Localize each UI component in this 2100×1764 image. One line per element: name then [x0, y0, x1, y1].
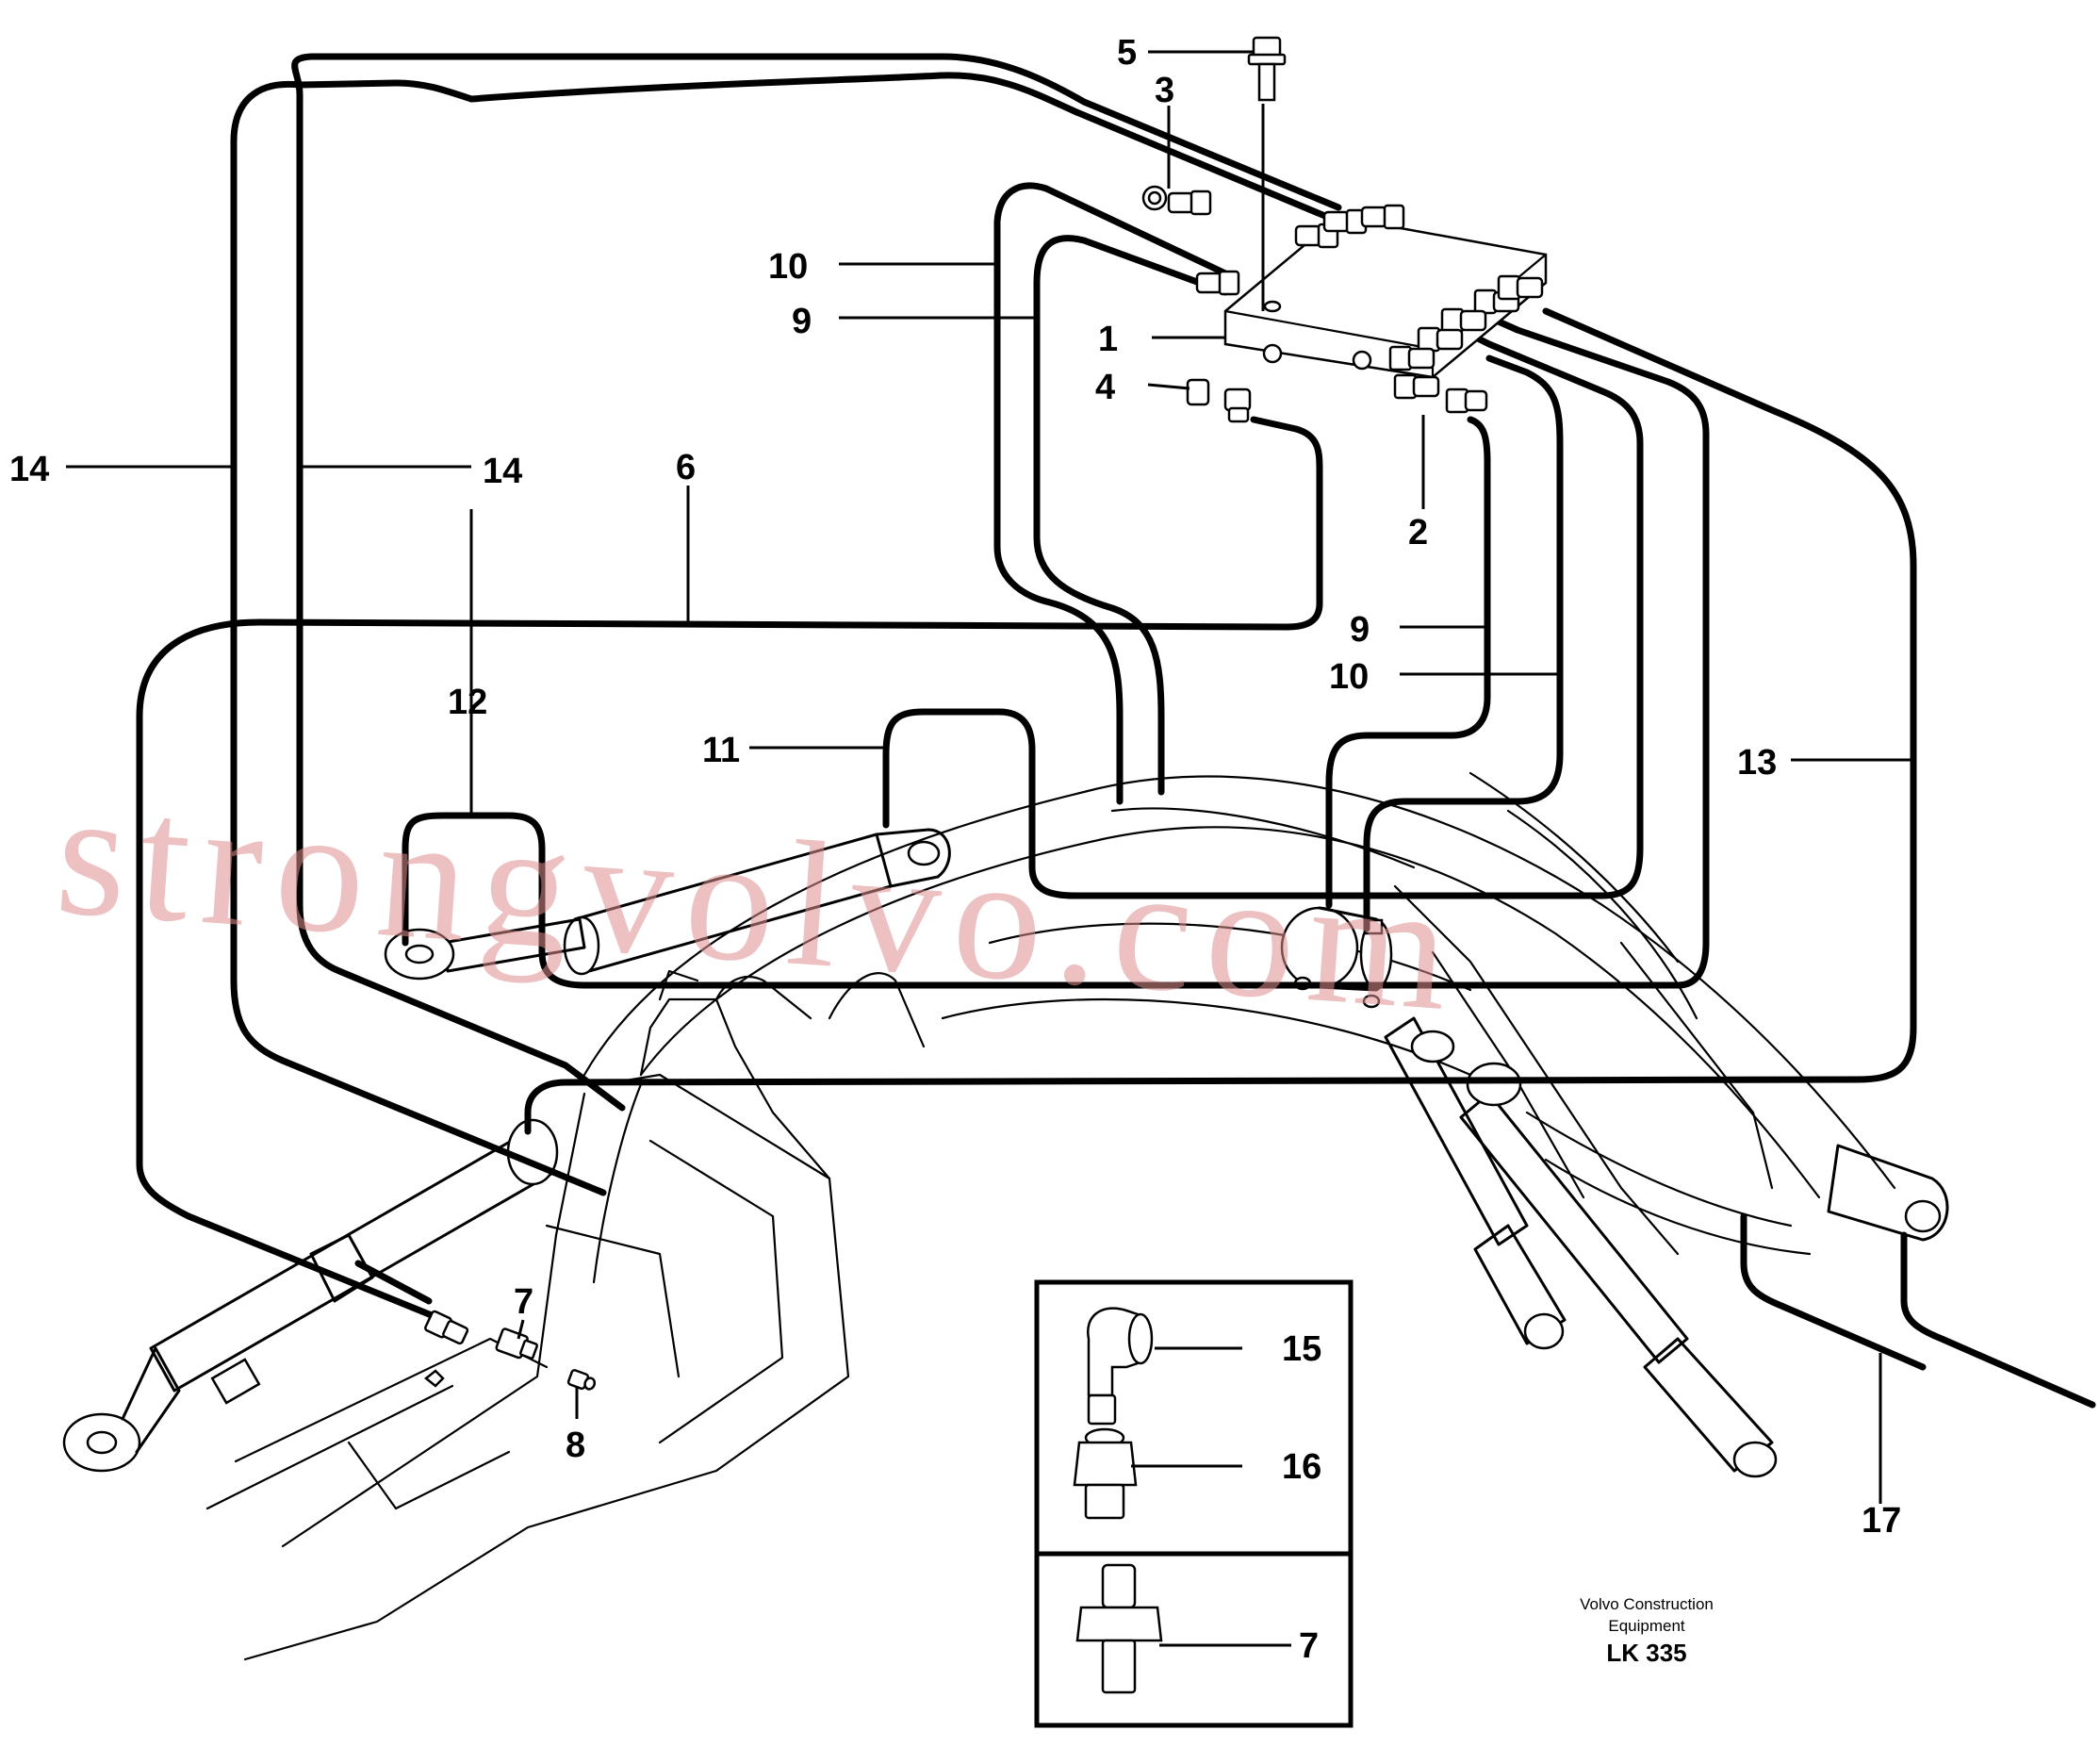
elbow-fitting-15	[1086, 1307, 1154, 1426]
callout-4: 4	[1095, 368, 1115, 407]
right-cylinder-2	[1384, 1016, 1529, 1246]
callout-10: 10	[768, 247, 808, 287]
callout-17: 17	[1862, 1501, 1901, 1541]
callout-5: 5	[1117, 33, 1137, 73]
caption-line2: Equipment	[1608, 1617, 1685, 1635]
adapter-16	[1073, 1427, 1138, 1520]
hose-11	[882, 321, 1644, 899]
watermark-text: strongvolvo.com	[51, 753, 1468, 1049]
block-fittings	[1141, 36, 1544, 423]
left-lift-cylinder	[149, 1129, 553, 1393]
detail-inset: 15 16 7	[1034, 1279, 1354, 1728]
callout-6: 6	[676, 448, 696, 487]
hose-12	[402, 307, 1710, 989]
caption-code: LK 335	[1606, 1639, 1686, 1667]
fitting-4-elbow	[1186, 378, 1252, 423]
hose-17b	[1900, 1231, 2096, 1409]
callout-16: 16	[1282, 1447, 1321, 1487]
callout-2: 2	[1408, 513, 1428, 552]
callout-7: 7	[514, 1282, 533, 1322]
callout-7-inset: 7	[1299, 1626, 1319, 1666]
hose-14-inner	[291, 53, 1342, 1112]
cylinder-11-eye	[907, 840, 941, 866]
callout-3: 3	[1155, 71, 1174, 110]
cylinders	[62, 828, 1949, 1478]
hose-grease-left	[354, 1260, 433, 1305]
hose-14-outer	[230, 79, 607, 1196]
hose-9-left	[1033, 235, 1229, 796]
right-cylinder-1	[1459, 1092, 1689, 1364]
callout-14-right: 14	[483, 452, 522, 491]
loader-boom	[205, 771, 1896, 1661]
leaders	[66, 50, 1913, 1504]
fitting-8	[566, 1369, 597, 1391]
callout-15: 15	[1282, 1329, 1321, 1369]
left-cylinder-block	[210, 1358, 261, 1405]
callout-13: 13	[1737, 743, 1777, 783]
hoses	[136, 53, 2096, 1409]
hose-10-left	[993, 182, 1229, 805]
callout-labels: 5 3 10 9 1 4 2 14 14 6 12 11 9 10 13 7 8…	[9, 33, 1901, 1541]
fitting-3-plug	[1141, 185, 1168, 211]
callout-10-right: 10	[1329, 657, 1369, 697]
fitting-7	[495, 1327, 539, 1360]
bolt-5	[1247, 36, 1287, 102]
cylinder-12-cap	[563, 915, 600, 976]
hose-13	[524, 307, 1917, 1135]
hose-17a	[1740, 1212, 1927, 1371]
hose-4	[136, 416, 1323, 1324]
caption: Volvo Construction Equipment LK 335	[1580, 1595, 1714, 1667]
left-cylinder-cap	[506, 1118, 559, 1186]
callout-8: 8	[566, 1426, 585, 1465]
nipple-7	[1075, 1563, 1163, 1694]
callout-14-left: 14	[9, 450, 49, 489]
hose-10-right	[1363, 354, 1564, 932]
callout-11: 11	[702, 731, 740, 770]
callout-9-right: 9	[1350, 610, 1370, 650]
callout-12: 12	[448, 683, 487, 722]
callout-9: 9	[792, 302, 812, 341]
hose-9-right	[1325, 416, 1491, 909]
callout-1: 1	[1098, 320, 1118, 359]
caption-line1: Volvo Construction	[1580, 1595, 1714, 1613]
grease-fittings	[423, 1310, 597, 1391]
